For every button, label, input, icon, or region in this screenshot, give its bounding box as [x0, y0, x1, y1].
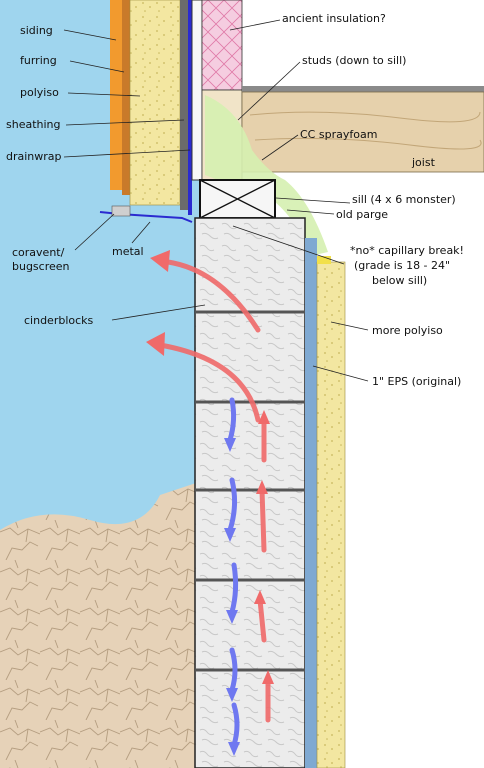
- label-cc-sprayfoam: CC sprayfoam: [300, 128, 377, 141]
- metal-flashing: [99, 211, 193, 223]
- mortar-joints: [195, 310, 305, 672]
- label-no-capillary-2: (grade is 18 - 24": [354, 259, 450, 272]
- coravent-strip: [111, 205, 131, 217]
- label-polyiso: polyiso: [20, 86, 59, 99]
- joist-member: [241, 91, 484, 173]
- label-studs: studs (down to sill): [302, 54, 406, 67]
- polyiso-outer: [316, 261, 346, 768]
- eps-layer: [305, 238, 317, 768]
- warm-arrowheads: [146, 250, 274, 684]
- label-bugscreen: bugscreen: [12, 260, 70, 273]
- leader-lines: [63, 19, 369, 382]
- label-furring: furring: [20, 54, 57, 67]
- label-no-capillary-1: *no* capillary break!: [350, 244, 464, 257]
- warm-air-arrows: [157, 259, 271, 723]
- label-sill: sill (4 x 6 monster): [352, 193, 456, 206]
- label-coravent: coravent/: [12, 246, 65, 259]
- label-drainwrap: drainwrap: [6, 150, 62, 163]
- cool-air-arrows: [227, 397, 240, 748]
- label-metal: metal: [112, 245, 144, 258]
- label-more-polyiso: more polyiso: [372, 324, 443, 337]
- label-siding: siding: [20, 24, 53, 37]
- yellow-cap: [317, 256, 331, 264]
- rim-band: [242, 86, 484, 92]
- ancient-insulation-area: [201, 0, 243, 91]
- label-joist: joist: [411, 156, 436, 169]
- label-eps: 1" EPS (original): [372, 375, 461, 388]
- label-old-parge: old parge: [336, 208, 388, 221]
- stud-wall: [191, 0, 203, 181]
- soil-region: [0, 480, 205, 768]
- label-ancient-insulation: ancient insulation?: [282, 12, 386, 25]
- polyiso-upper: [129, 0, 181, 206]
- sheathing-layer: [180, 0, 188, 210]
- furring-layer: [122, 0, 130, 195]
- sprayfoam-fill: [205, 95, 328, 255]
- cinderblock-wall: [194, 217, 306, 768]
- drainwrap-layer: [188, 0, 192, 215]
- label-sheathing: sheathing: [6, 118, 61, 131]
- label-no-capillary-3: below sill): [372, 274, 427, 287]
- cool-arrowheads: [224, 438, 240, 756]
- label-cinderblocks: cinderblocks: [24, 314, 94, 327]
